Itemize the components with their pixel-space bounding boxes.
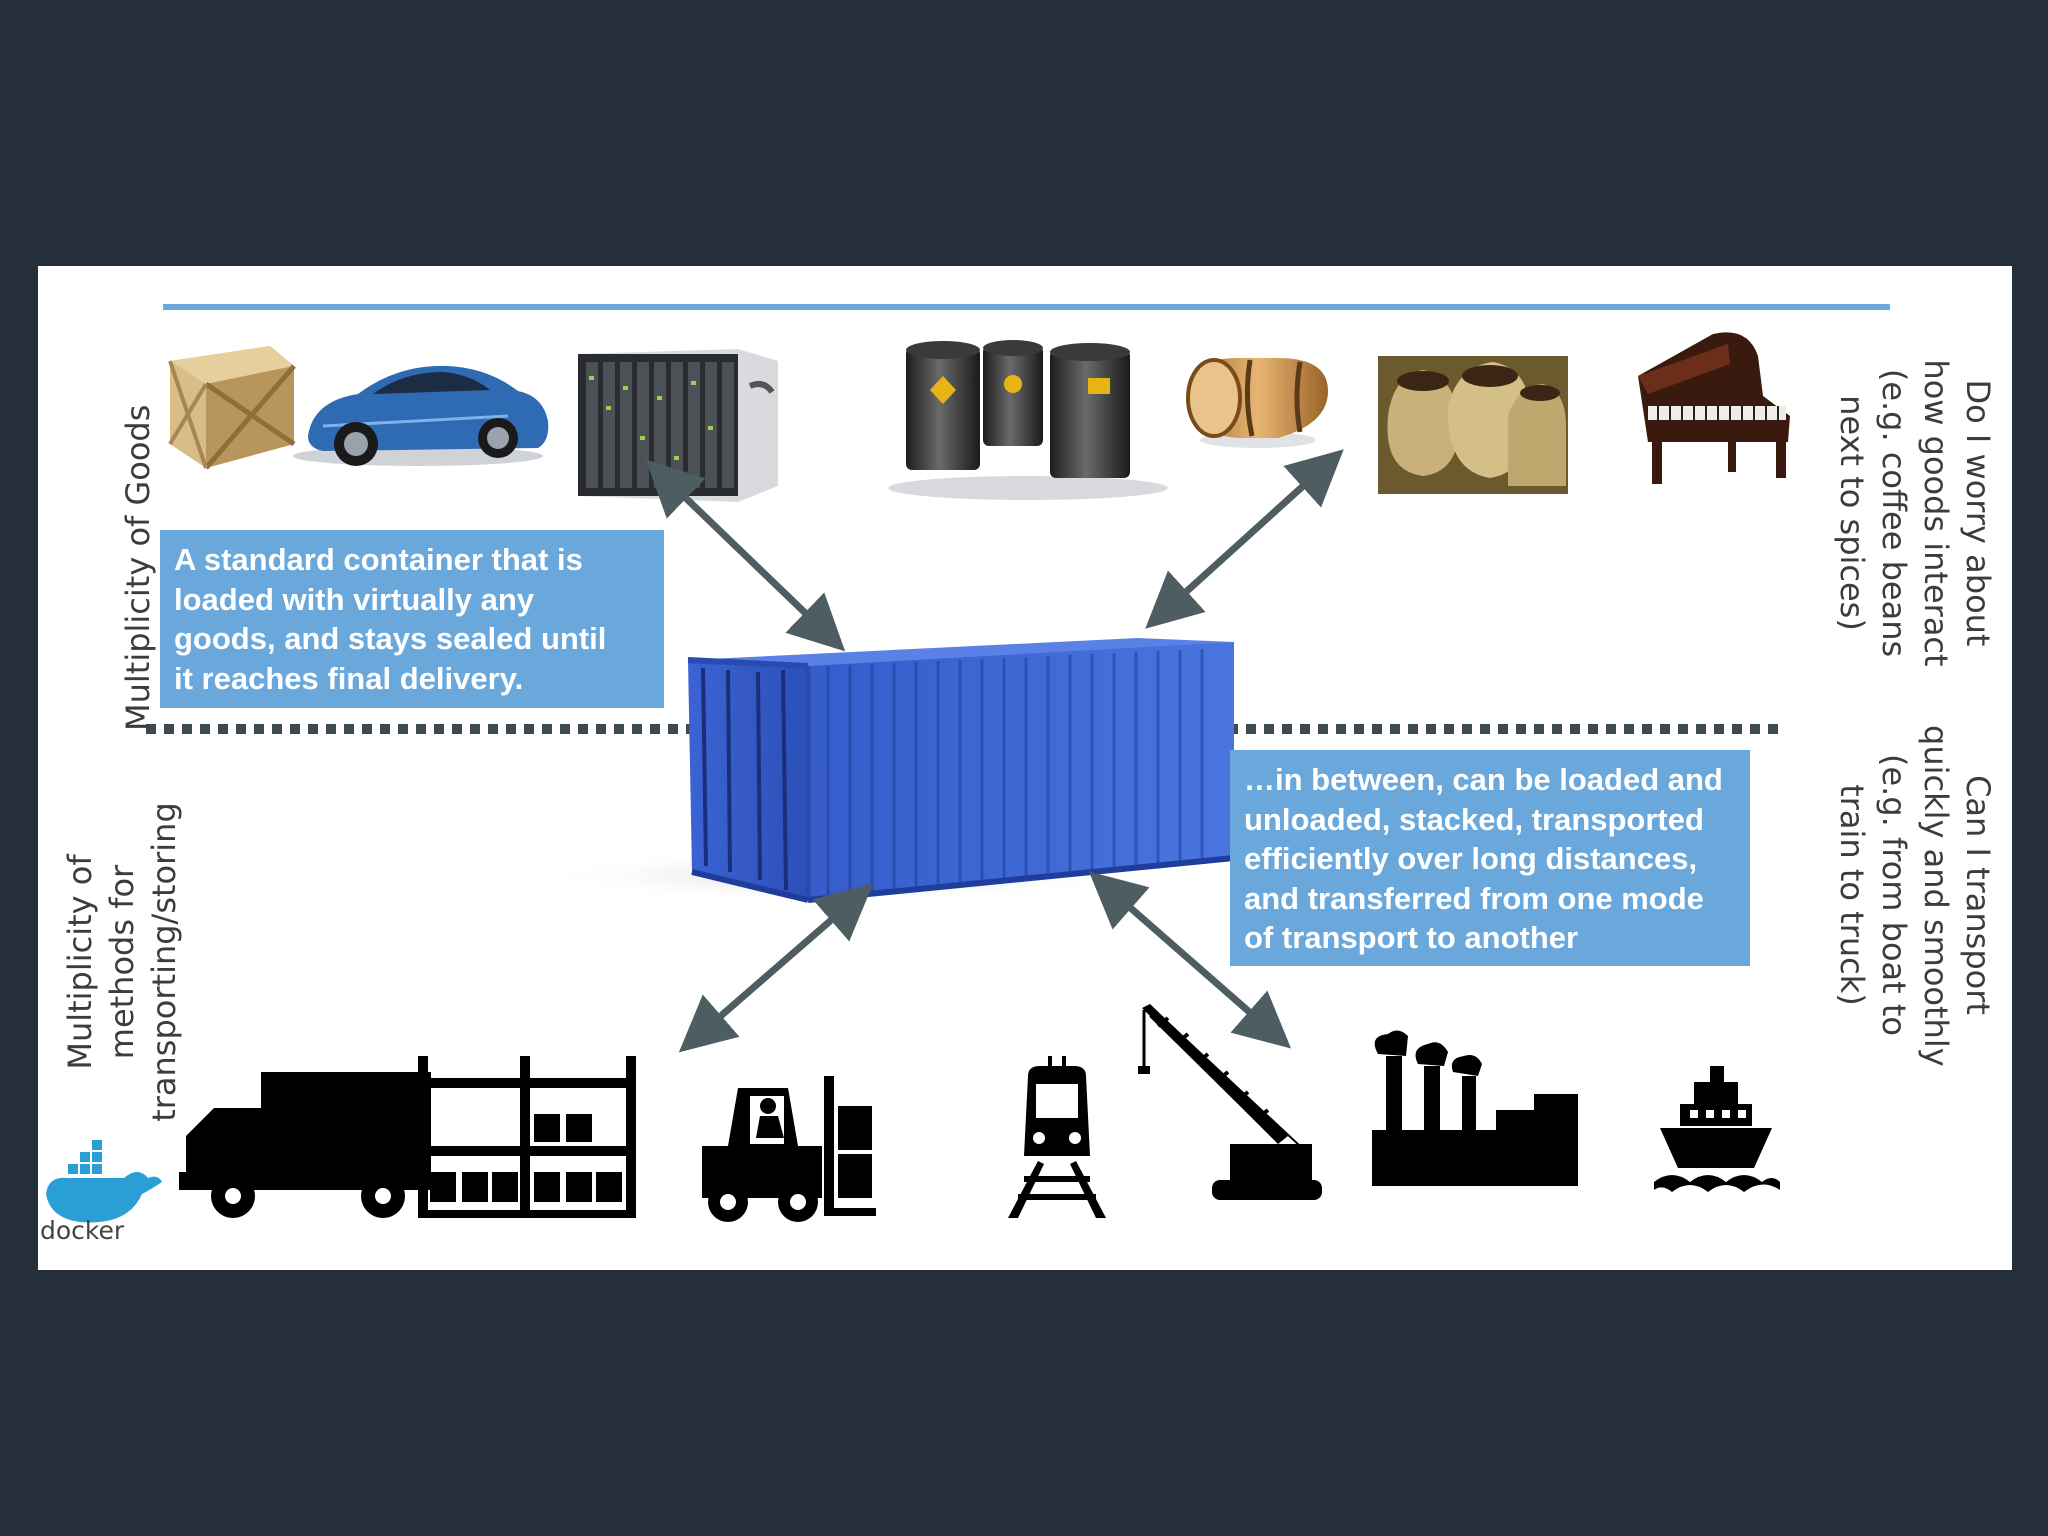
callout-in-between: …in between, can be loaded and unloaded,…: [1230, 750, 1750, 966]
docker-whale-icon: [46, 1140, 162, 1223]
grand-piano-icon: [1638, 332, 1790, 484]
ship-icon: [1654, 1066, 1780, 1192]
callout-line: and transferred from one mode: [1244, 880, 1704, 916]
storage-shelf-icon: [418, 1056, 636, 1218]
label-transport-smoothly: Can I transport quickly and smoothly (e.…: [1831, 725, 1999, 1067]
callout-line: of transport to another: [1244, 920, 1579, 955]
arrow-server: [645, 459, 846, 652]
label-worry-line: (e.g. coffee beans: [1875, 368, 1913, 658]
label-methods-line: transporting/storing: [145, 802, 183, 1122]
crate-icon: [168, 346, 296, 470]
callout-line: unloaded, stacked, transported: [1244, 801, 1704, 837]
label-transport-line: train to truck): [1833, 784, 1871, 1006]
slide: docker Multiplicity of Goods Multiplicit…: [38, 266, 2012, 1270]
callout-line: efficiently over long distances,: [1244, 841, 1698, 876]
oil-barrels-icon: [888, 340, 1168, 500]
crane-icon: [1138, 1004, 1322, 1200]
callout-standard-container: A standard container that is loaded with…: [160, 530, 664, 708]
label-worry-line: next to spices): [1833, 395, 1871, 631]
arrow-crane: [1088, 871, 1292, 1049]
train-icon: [1008, 1056, 1106, 1218]
shipping-container: [538, 638, 1235, 903]
callout-line: …in between, can be loaded and: [1244, 762, 1723, 797]
forklift-icon: [702, 1076, 876, 1222]
truck-icon: [179, 1072, 439, 1218]
server-rack-icon: [578, 349, 778, 502]
arrow-barrel: [1145, 449, 1344, 629]
label-multiplicity-of-goods: Multiplicity of Goods: [117, 404, 159, 731]
factory-icon: [1372, 1030, 1578, 1186]
callout-line: loaded with virtually any: [174, 581, 535, 617]
label-worry-about-goods: Do I worry about how goods interact (e.g…: [1831, 353, 1999, 673]
label-methods-line: methods for: [103, 864, 141, 1060]
label-goods-text: Multiplicity of Goods: [119, 404, 157, 731]
callout-line: goods, and stays sealed until: [174, 621, 607, 656]
wooden-barrel-icon: [1186, 358, 1328, 448]
diagram-graphics: [46, 304, 1890, 1223]
coffee-sacks-icon: [1378, 356, 1568, 494]
label-worry-line: how goods interact: [1917, 359, 1955, 667]
label-methods-line: Multiplicity of: [61, 854, 99, 1070]
callout-line: it reaches final delivery.: [174, 660, 524, 696]
callout-line: A standard container that is: [174, 542, 583, 577]
arrow-truck: [678, 883, 874, 1053]
arrows: [645, 449, 1344, 1053]
docker-logo-text: docker: [40, 1216, 125, 1245]
label-transport-line: Can I transport: [1959, 775, 1997, 1015]
label-transport-line: quickly and smoothly: [1917, 725, 1955, 1067]
label-transport-line: (e.g. from boat to: [1875, 754, 1913, 1036]
label-multiplicity-of-methods: Multiplicity of methods for transporting…: [59, 792, 185, 1132]
sports-car-icon: [293, 365, 549, 466]
label-worry-line: Do I worry about: [1959, 379, 1997, 647]
